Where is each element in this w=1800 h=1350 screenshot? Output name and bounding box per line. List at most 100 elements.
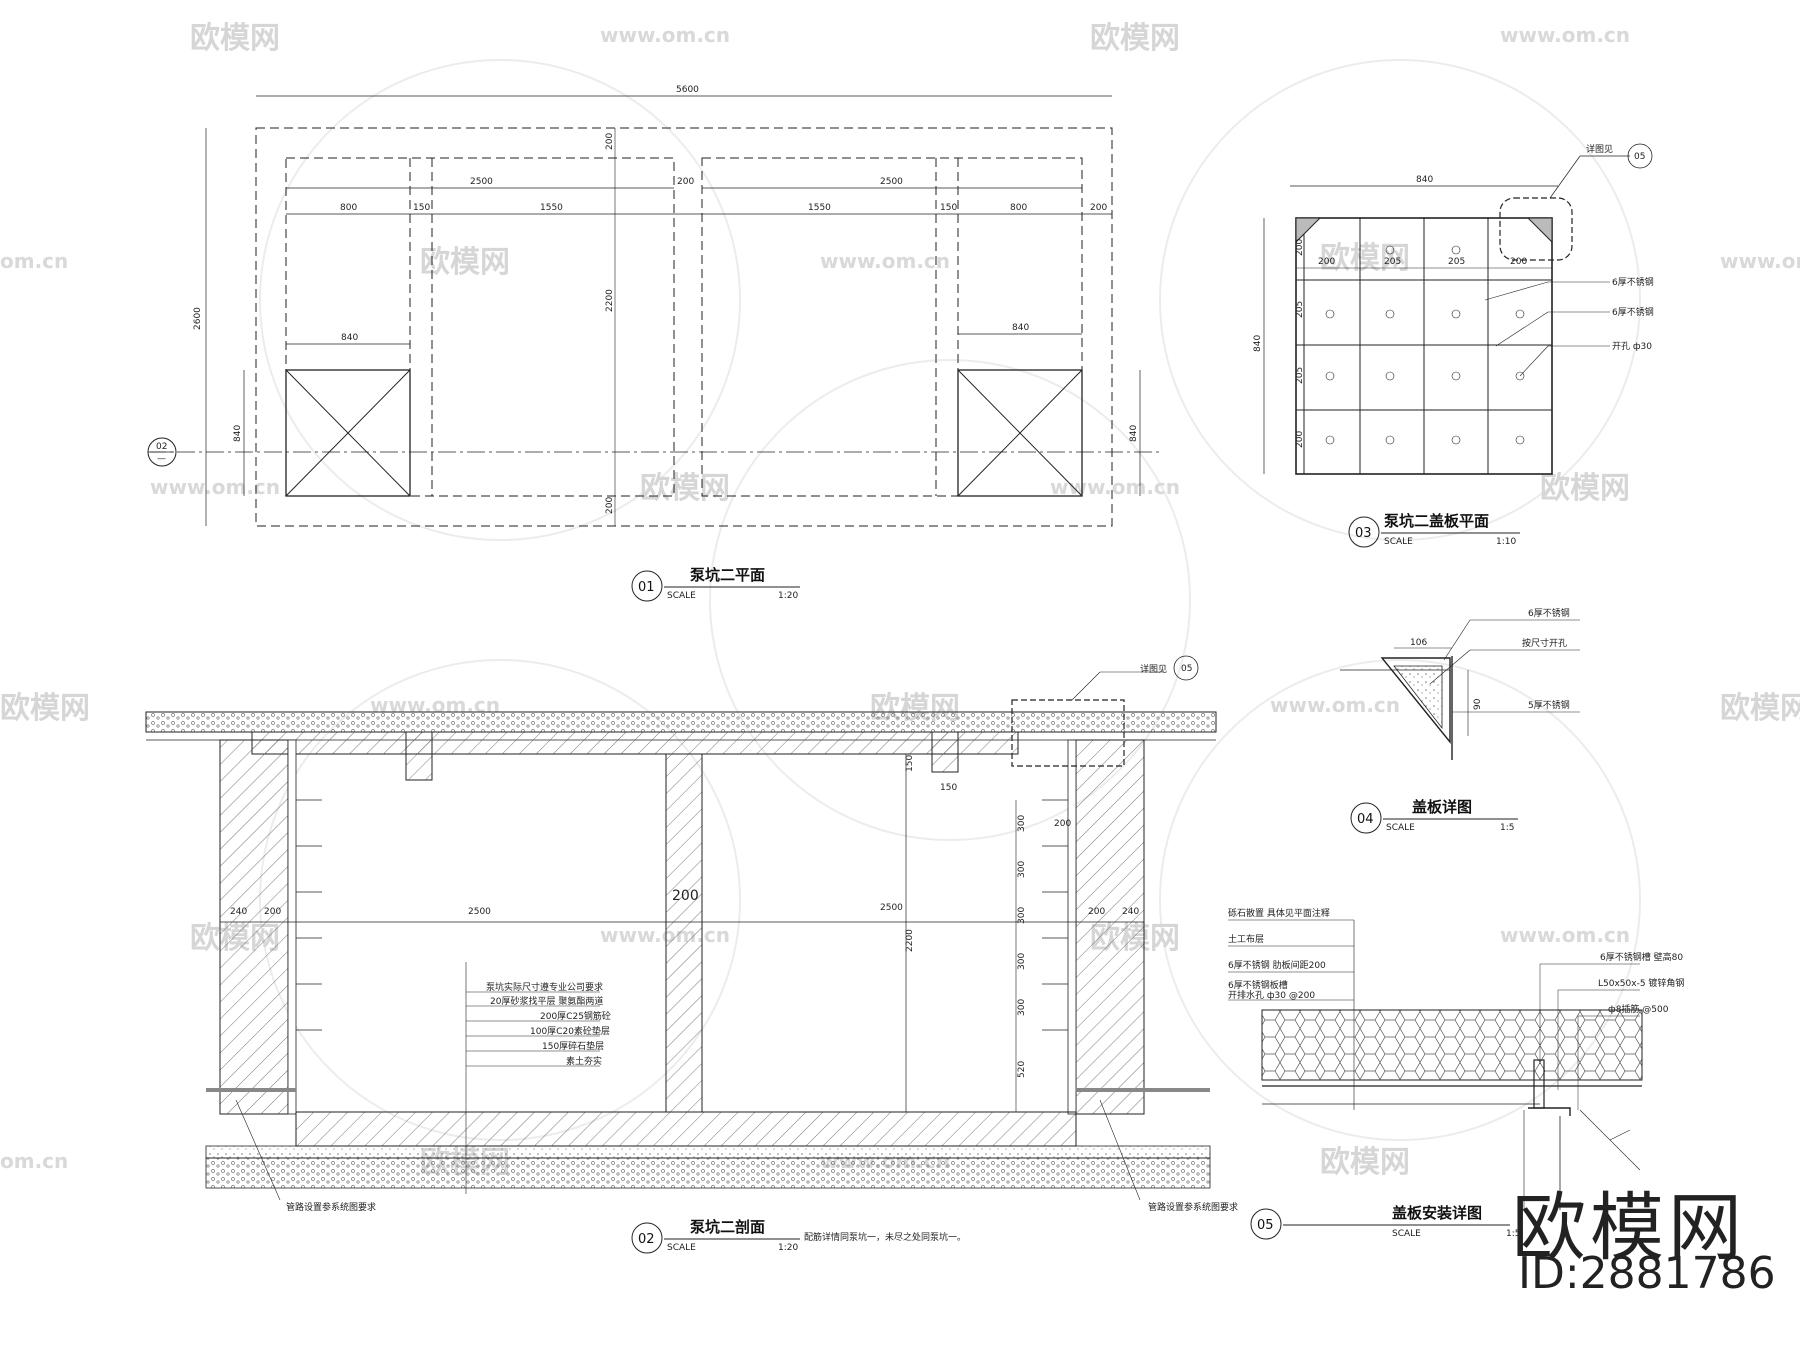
plan-dim-wall-top: 200 xyxy=(605,133,615,150)
title-02-note: 配筋详情同泵坑一，未尽之处同泵坑一。 xyxy=(804,1231,966,1243)
title-01-num: 01 xyxy=(638,580,655,595)
plan-pit-left xyxy=(285,369,411,497)
cover-dim-r205-b: 205 xyxy=(1295,367,1305,384)
cover-note-3: 开孔 ф30 xyxy=(1612,341,1652,352)
section-pipe-note-r: 管路设置参系统图要求 xyxy=(1148,1201,1238,1213)
title-05-scale: 1:5 xyxy=(1506,1229,1520,1239)
plan-dim-840-b: 840 xyxy=(1012,323,1029,333)
cover-dim-r205-a: 205 xyxy=(1295,301,1305,318)
wm-logo-1: 欧模网 xyxy=(190,21,280,56)
title-03-scale-word: SCALE xyxy=(1384,537,1413,547)
section-layer-6: 素土夯实 xyxy=(566,1055,602,1067)
plan-dim-840-a: 840 xyxy=(341,333,358,343)
plan-dims: 5600 2600 2200 200 200 2500 200 2500 800… xyxy=(156,85,1139,514)
wm-url-4: om.cn xyxy=(0,249,68,273)
plan-dim-800-a: 800 xyxy=(340,203,357,213)
install-note-r2: L50x50x-5 镀锌角钢 xyxy=(1598,977,1684,989)
wm-logo-5: 欧模网 xyxy=(640,471,730,506)
wm-url-3: www.om.cn xyxy=(820,249,950,273)
section-dim-300-4: 300 xyxy=(1017,953,1027,970)
section-dims: 详图见 05 240 200 2500 200 2500 200 240 220… xyxy=(230,663,1238,1213)
wm-logo-6: 欧模网 xyxy=(1540,471,1630,506)
title-03-scale: 1:10 xyxy=(1496,537,1516,547)
detail-dim-106: 106 xyxy=(1410,638,1427,648)
wm-logo-9: 欧模网 xyxy=(1720,691,1800,726)
plan-chamber-left xyxy=(285,157,675,497)
cover-note-1: 6厚不锈钢 xyxy=(1612,276,1654,288)
title-04: 04 盖板详图 SCALE 1:5 xyxy=(1350,798,1518,834)
detail-dim-90: 90 xyxy=(1473,698,1483,710)
cover-dim-r200-b: 200 xyxy=(1295,431,1305,448)
section-dim-2200: 2200 xyxy=(905,929,915,952)
section-dim-200-c: 200 xyxy=(672,888,699,904)
install-note-r3: ф8插筋 @500 xyxy=(1608,1003,1669,1015)
install-note-l4b: 开排水孔 ф30 @200 xyxy=(1228,989,1315,1001)
plan-dim-150-b: 150 xyxy=(940,203,957,213)
plan-outer-wall xyxy=(255,127,1113,527)
plan-dim-height: 2600 xyxy=(193,307,203,330)
section-dim-150-v: 150 xyxy=(940,783,957,793)
section-detail-num: 05 xyxy=(1181,664,1192,674)
cover-detail-num: 05 xyxy=(1634,152,1645,162)
cover-dim-c200-a: 200 xyxy=(1318,257,1335,267)
section-dim-300-1: 300 xyxy=(1017,815,1027,832)
brand-id: ID:2881786 xyxy=(1518,1248,1776,1299)
section-layer-5: 150厚碎石垫层 xyxy=(542,1040,604,1052)
plan-dim-wall-bot: 200 xyxy=(605,497,615,514)
title-02-num: 02 xyxy=(638,1232,655,1247)
title-04-scale: 1:5 xyxy=(1500,823,1514,833)
title-02-text: 泵坑二剖面 xyxy=(690,1218,765,1236)
wm-url-10: www.om.cn xyxy=(600,923,730,947)
section-layer-1: 泵坑实际尺寸遵专业公司要求 xyxy=(486,981,603,993)
plan-dim-overall: 5600 xyxy=(676,85,699,95)
plan-view xyxy=(147,95,1160,527)
section-dim-520: 520 xyxy=(1017,1061,1027,1078)
wm-url-1: www.om.cn xyxy=(600,23,730,47)
plan-dim-150-a: 150 xyxy=(413,203,430,213)
section-dim-300-5: 300 xyxy=(1017,999,1027,1016)
title-01-scale-word: SCALE xyxy=(667,591,696,601)
section-dim-200-s: 200 xyxy=(1054,819,1071,829)
title-05-scale-word: SCALE xyxy=(1392,1229,1421,1239)
section-layer-4: 100厚C20素砼垫层 xyxy=(530,1025,610,1037)
section-dim-2500-l: 2500 xyxy=(468,907,491,917)
title-04-scale-word: SCALE xyxy=(1386,823,1415,833)
cover-detail-dims: 106 90 6厚不锈钢 按尺寸开孔 5厚不锈钢 xyxy=(1410,607,1570,711)
wm-url-9: www.om.cn xyxy=(1270,693,1400,717)
plan-section-marker-num: 02 xyxy=(156,442,167,452)
section-detail-ref: 详图见 xyxy=(1140,663,1167,675)
cover-plan-view xyxy=(1263,143,1653,475)
wm-logo-4: 欧模网 xyxy=(1320,241,1410,276)
wm-url-5: www.om.cn xyxy=(1720,249,1800,273)
plan-dim-1550-a: 1550 xyxy=(540,203,563,213)
wm-logo-3: 欧模网 xyxy=(420,245,510,280)
install-note-l2: 土工布层 xyxy=(1228,933,1264,945)
title-02-scale-word: SCALE xyxy=(667,1243,696,1253)
section-view xyxy=(145,655,1217,1201)
plan-dim-inner-h: 2200 xyxy=(605,289,615,312)
install-note-l1: 砾石散置 具体见平面注释 xyxy=(1228,907,1330,919)
wm-url-6: www.om.cn xyxy=(150,475,280,499)
section-dim-150-h: 150 xyxy=(905,755,915,772)
plan-chamber-right xyxy=(701,157,1083,497)
wm-url-2: www.om.cn xyxy=(1500,23,1630,47)
title-03-num: 03 xyxy=(1355,526,1372,541)
section-pipe-note-l: 管路设置参系统图要求 xyxy=(286,1201,376,1213)
title-05-text: 盖板安装详图 xyxy=(1392,1204,1482,1222)
detail-note-2: 按尺寸开孔 xyxy=(1522,637,1567,649)
wm-url-11: www.om.cn xyxy=(1500,923,1630,947)
title-03-text: 泵坑二盖板平面 xyxy=(1384,512,1489,530)
plan-section-marker-dash: — xyxy=(157,454,166,464)
plan-dim-2500-b: 2500 xyxy=(880,177,903,187)
title-03: 03 泵坑二盖板平面 SCALE 1:10 xyxy=(1348,512,1520,548)
detail-note-3: 5厚不锈钢 xyxy=(1528,699,1570,711)
section-layer-3: 200厚C25钢筋砼 xyxy=(540,1010,611,1022)
cover-dim-height: 840 xyxy=(1253,335,1263,352)
plan-dim-840-d: 840 xyxy=(1129,425,1139,442)
plan-dim-200: 200 xyxy=(677,177,694,187)
cover-dim-c205-b: 205 xyxy=(1448,257,1465,267)
wm-url-13: om.cn xyxy=(0,1149,68,1173)
plan-dim-800-b: 800 xyxy=(1010,203,1027,213)
section-dim-300-3: 300 xyxy=(1017,907,1027,924)
